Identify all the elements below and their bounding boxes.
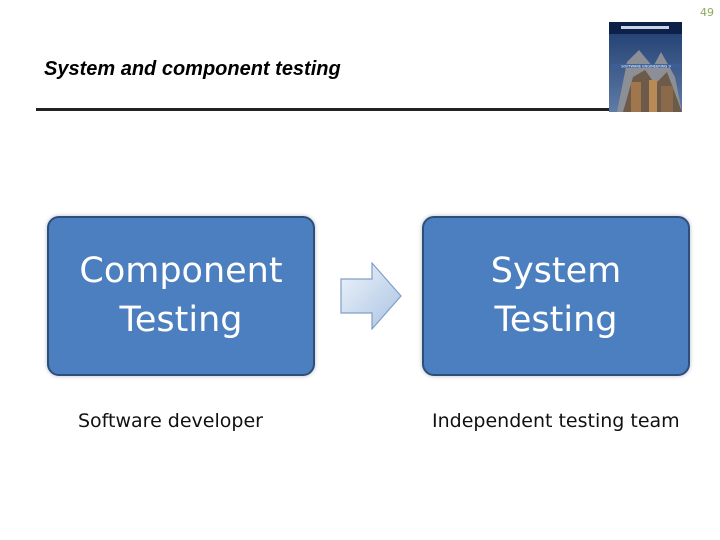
component-testing-box: Component Testing (47, 216, 315, 376)
component-testing-line2: Testing (79, 296, 282, 345)
title-divider (36, 108, 609, 111)
slide-number: 49 (700, 6, 714, 19)
component-testing-line1: Component (79, 247, 282, 296)
system-testing-line1: System (491, 247, 622, 296)
book-cover-image: SOFTWARE ENGINEERING 9 (609, 22, 682, 112)
book-cover-text: SOFTWARE ENGINEERING 9 (621, 64, 671, 68)
component-testing-role: Software developer (78, 410, 263, 432)
system-testing-role: Independent testing team (432, 410, 680, 432)
slide-title: System and component testing (44, 58, 341, 81)
system-testing-box: System Testing (422, 216, 690, 376)
right-arrow-icon (340, 262, 402, 330)
system-testing-line2: Testing (491, 296, 622, 345)
